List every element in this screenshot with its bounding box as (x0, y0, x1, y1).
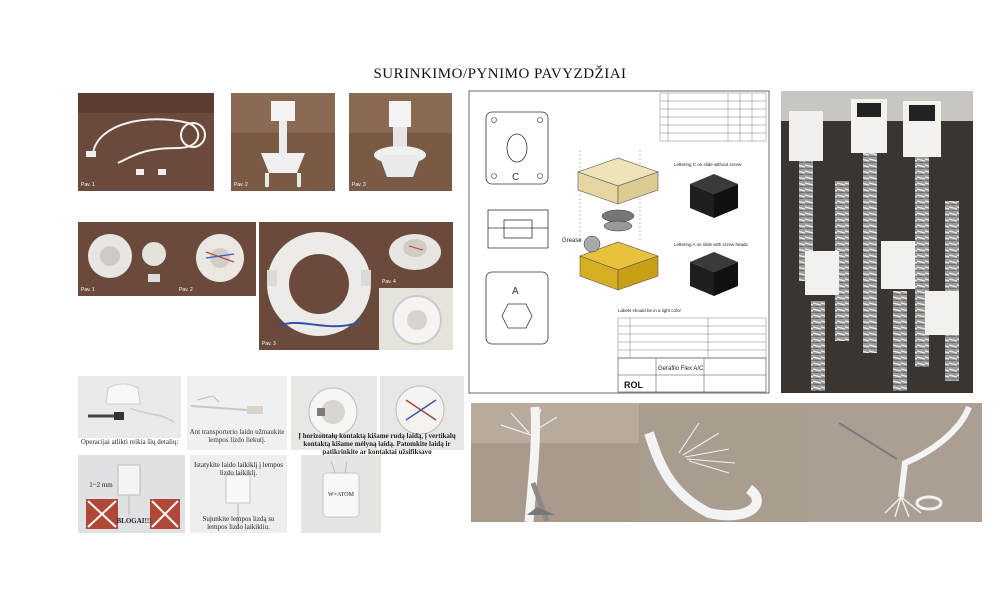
photo-socket-side: Pav. 2 (231, 93, 335, 191)
bom-table-top (659, 92, 767, 142)
cube-bottom: Lettering A on slide with screw heads (674, 242, 749, 296)
company-name: Gerafilo Flex A/C (658, 366, 704, 372)
photo-ring-housing: Pav. 3 (259, 222, 379, 350)
photo-caption: Pav. 3 (352, 182, 366, 188)
photo-rope-splice-1 (471, 403, 639, 522)
photo-final-socket: W=ATOM (301, 455, 381, 533)
label-color-note: Labels should be in a light color (618, 308, 682, 313)
photo-caption: Pav. 4 (382, 279, 396, 285)
photo-caption: Pav. 2 (179, 287, 193, 293)
wrong-label: BLOGAI!!! (116, 517, 152, 525)
photo-threaded-rods (781, 91, 973, 393)
cube-top: Lettering C on slide without screw (674, 162, 742, 218)
engineering-drawing: C A Grease (468, 90, 770, 394)
photo-base-parts: Pav. 1 (78, 222, 176, 296)
instruction-step-4: Istatykite laido laikiklį į lempos lizdo… (193, 461, 284, 477)
measure-label: 1~2 mm (89, 481, 113, 489)
photo-socket-bottom (379, 288, 453, 350)
exploded-assembly: Grease (562, 150, 659, 291)
photo-holder-insert: Istatykite laido laikiklį į lempos lizdo… (190, 455, 287, 533)
lettering-bottom-label: Lettering A on slide with screw heads (674, 242, 749, 247)
photo-socket-top: Pav. 4 (379, 222, 453, 288)
instruction-step-5: Sujunkite lempos lizdą su lempos lizdo l… (202, 515, 275, 531)
photo-contacts-front (291, 376, 377, 450)
page-title: SURINKIMO/PYNIMO PAVYZDŽIAI (373, 66, 627, 82)
photo-transporter-wire (187, 376, 287, 450)
instruction-step-2: Ant transporterio laido užmaukite lempos… (189, 428, 285, 444)
photo-cable-parts: Pav. 1 (78, 93, 214, 191)
instruction-step-3: Į horizontalų kontaktą kišame rudą laidą… (298, 432, 456, 456)
photo-contacts-wired (380, 376, 464, 450)
company-logo: ROL (624, 380, 644, 390)
lettering-top-label: Lettering C on slide without screw (674, 162, 742, 167)
photo-rope-splice-3 (809, 403, 982, 522)
box-letter-c: C (512, 172, 519, 183)
bom-table-bottom (617, 317, 767, 359)
box-letter-a: A (512, 286, 519, 297)
photo-socket-assembled: Pav. 3 (349, 93, 452, 191)
photo-caption: Pav. 3 (262, 341, 276, 347)
photo-caption: Pav. 1 (81, 287, 95, 293)
view-top: C (485, 111, 549, 185)
rod-row-1 (789, 99, 941, 161)
mark-label: W=ATOM (328, 492, 354, 498)
photo-base-wired: Pav. 2 (176, 222, 256, 296)
grease-label: Grease (562, 238, 582, 244)
photo-parts-needed (78, 376, 181, 438)
photo-rope-splice-2 (639, 403, 809, 522)
photo-caption: Pav. 2 (234, 182, 248, 188)
photo-caption: Pav. 1 (81, 182, 95, 188)
view-bottom: A (485, 271, 549, 345)
instruction-step-1: Operacijai atlikti reikia šių detalių: (80, 438, 179, 446)
title-block: Gerafilo Flex A/C ROL (617, 357, 767, 393)
view-side (487, 209, 549, 249)
photo-measure-wrong: 1~2 mm BLOGAI!!! (78, 455, 185, 533)
